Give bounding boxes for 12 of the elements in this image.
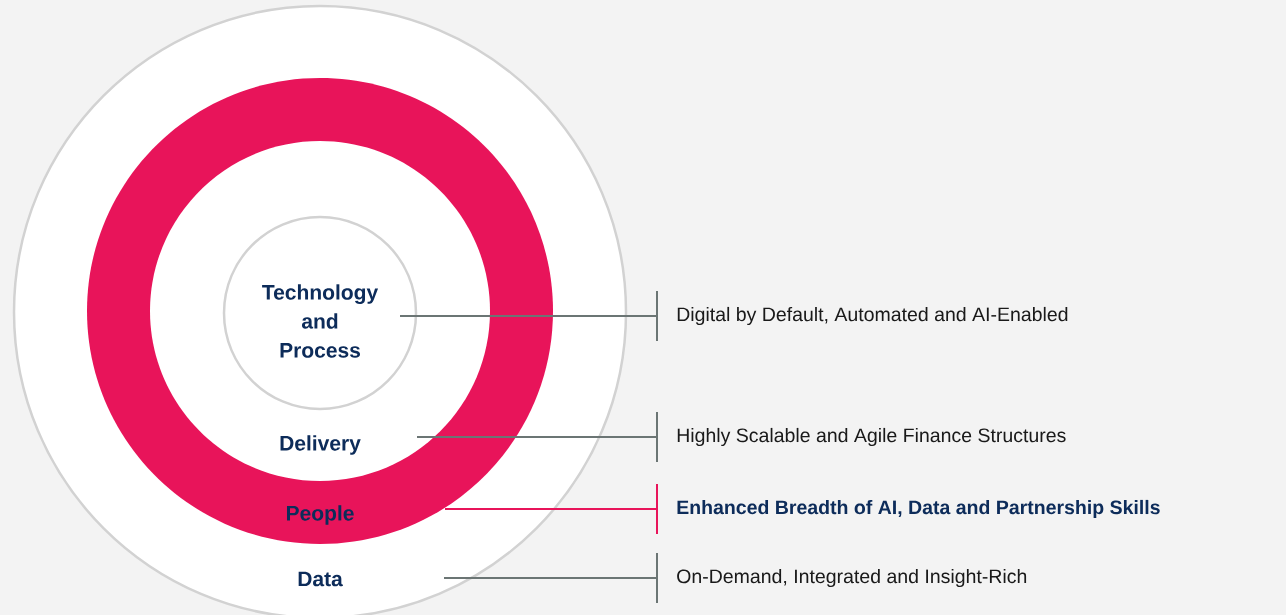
- description-text: Highly Scalable and Agile Finance Structures: [677, 427, 1066, 447]
- circle-label: Technology and Process: [262, 284, 379, 358]
- description-text: On-Demand, Integrated and Insight-Rich: [677, 568, 1027, 588]
- leader-line: [443, 577, 658, 579]
- description-text: Digital by Default, Automated and AI-Enabled: [677, 306, 1068, 326]
- description-text: Enhanced Breadth of AI, Data and Partnership Skills: [677, 499, 1160, 519]
- leader-line: [416, 436, 658, 438]
- circle-label: Delivery: [280, 435, 361, 455]
- leader-line: [399, 315, 658, 317]
- leader-line: [444, 508, 658, 510]
- circle-label: People: [287, 505, 354, 525]
- circle-label: Data: [298, 571, 343, 587]
